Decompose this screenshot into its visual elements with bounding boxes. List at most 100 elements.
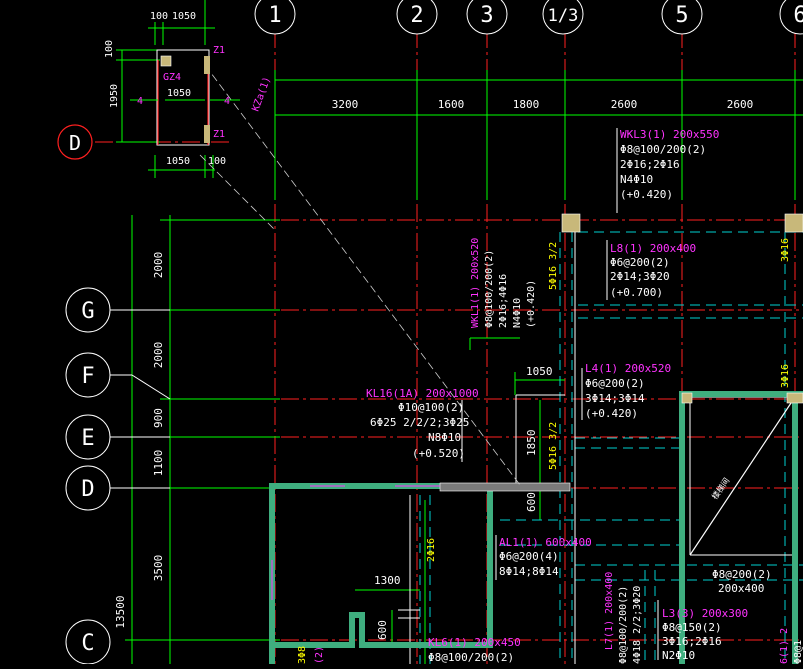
detail-dim-left-top: 100	[104, 40, 115, 58]
detail-mark-right: 4	[224, 96, 230, 107]
l7-name: L7(1) 200x400	[604, 572, 615, 650]
detail-dim-top-left: 100	[150, 11, 168, 22]
axis-label-e: E	[81, 426, 94, 451]
axis-label-2: 2	[410, 3, 423, 28]
axis-bubble-leaders	[110, 309, 171, 489]
dim-1300: 1300	[374, 574, 401, 587]
detail-dim-inner: 1050	[167, 88, 191, 99]
kl6-line1: Φ8@100/200(2)	[428, 651, 514, 664]
left-dim-4: 1100	[152, 450, 165, 477]
axis-label-g: G	[81, 299, 94, 324]
axis-bubble-5	[661, 0, 703, 35]
axis-lines	[95, 30, 803, 664]
detail-axis-bubble	[57, 124, 93, 160]
wkl1-line4: (+0.420)	[526, 280, 537, 328]
left-dim-1: 2000	[152, 252, 165, 279]
leader-line-2	[199, 154, 276, 231]
wall-highlight	[271, 485, 440, 600]
detail-label-gz: GZ4	[163, 72, 181, 83]
axis-label-6: 6	[793, 3, 803, 28]
bottom-right-a: 6(1) 2	[779, 628, 790, 664]
dim-1050: 1050	[526, 365, 553, 378]
wkl3-line1: Φ8@100/200(2)	[620, 143, 706, 156]
axis-label-3: 3	[480, 3, 493, 28]
left-dim-3: 900	[152, 408, 165, 428]
wkl3-line2: 2Φ16;2Φ16	[620, 158, 680, 171]
axis-label-f: F	[81, 364, 94, 389]
detail-dim-bottom-left: 1050	[166, 156, 190, 167]
detail-mark-left: 4	[137, 96, 143, 107]
beam-dashed-lines	[419, 231, 803, 664]
rebar-5phi16-b: 5Φ16 3/2	[548, 422, 559, 470]
l7-line1: Φ8@100/200(2)	[618, 586, 629, 664]
dim-1850: 1850	[525, 430, 538, 457]
top-dim-4: 2600	[611, 98, 638, 111]
wkl1-line1: Φ8@100/200(2)	[484, 250, 495, 328]
wkl1-line3: N4Φ10	[512, 298, 523, 328]
detail-dim-left-main: 1950	[109, 84, 120, 108]
rebar-3phi16-b: 3Φ16	[780, 364, 791, 388]
columns	[160, 55, 803, 404]
kl16-line1: Φ10@100(2)	[398, 401, 464, 414]
axis-label-d: D	[81, 477, 94, 502]
left-dim-6: 13500	[114, 595, 127, 628]
wkl3-line3: N4Φ10	[620, 173, 653, 186]
axis-label-5: 5	[675, 3, 688, 28]
right-stirrup-line1: Φ8@200(2)	[712, 568, 772, 581]
l3-line2: 3Φ16;2Φ16	[662, 635, 722, 648]
beam-annotations: WKL3(1) 200x550 Φ8@100/200(2) 2Φ16;2Φ16 …	[297, 128, 803, 664]
kl16-line4: (+0.520)	[412, 447, 465, 460]
top-dim-1: 3200	[332, 98, 359, 111]
left-dimensions: 2000 2000 900 1100 3500 13500	[114, 252, 165, 629]
dim-600-b: 600	[376, 620, 389, 640]
top-dimensions: 3200 1600 1800 2600 2600	[332, 98, 754, 111]
left-dim-5: 3500	[152, 555, 165, 582]
detail-axis-label: D	[69, 131, 81, 155]
l4-name: L4(1) 200x520	[585, 362, 671, 375]
top-dim-3: 1800	[513, 98, 540, 111]
column-detail: 100 1050 100 1950 1050 1050 100 GZ4 Z1 Z…	[104, 11, 273, 167]
axis-label-1: 1	[268, 3, 281, 28]
right-stirrup-line2: 200x400	[718, 582, 764, 595]
wkl3-name: WKL3(1) 200x550	[620, 128, 719, 141]
wkl1-line2: 2Φ16;4Φ16	[498, 274, 509, 328]
kl16-line2: 6Φ25 2/2/2;3Φ25	[370, 416, 469, 429]
l3-name: L3(3) 200x300	[662, 607, 748, 620]
l3-line3: N2Φ10	[662, 649, 695, 662]
l4-line3: (+0.420)	[585, 407, 638, 420]
detail-dim-top-right: 1050	[172, 11, 196, 22]
detail-kz-label: KZa(1)	[250, 75, 273, 113]
bottom-left-a: 3Φ8	[297, 646, 308, 664]
axis-label-c: C	[81, 631, 94, 656]
kl16-line3: N8Φ10	[428, 431, 461, 444]
detail-dim-bottom-right: 100	[208, 156, 226, 167]
bottom-right-b: Φ8@1	[793, 640, 803, 664]
top-dim-5: 2600	[727, 98, 754, 111]
left-dim-2: 2000	[152, 342, 165, 369]
al1-line1: Φ6@200(4)	[499, 550, 559, 563]
hatched-beam	[439, 482, 571, 492]
axis-bubble-2	[396, 0, 438, 35]
wkl3-line4: (+0.420)	[620, 188, 673, 201]
l3-line1: Φ8@150(2)	[662, 621, 722, 634]
axis-bubble-1-3	[542, 0, 584, 35]
dimension-lines	[116, 0, 803, 664]
axis-bubble-1	[254, 0, 296, 35]
l4-line2: 3Φ14;3Φ14	[585, 392, 645, 405]
wkl1-name: WKL1(1) 200x520	[470, 238, 481, 328]
l8-line1: Φ6@200(2)	[610, 256, 670, 269]
l8-line2: 2Φ14;3Φ20	[610, 270, 670, 283]
axis-bubble-3	[466, 0, 508, 35]
l7-line2: 4Φ18 2/2;3Φ20	[632, 586, 643, 664]
axis-bubble-6	[779, 0, 803, 35]
kl16-name: KL16(1A) 200x1000	[366, 387, 479, 400]
dim-600-a: 600	[525, 492, 538, 512]
l8-line3: (+0.700)	[610, 286, 663, 299]
axis-bubbles	[65, 0, 803, 665]
detail-label-z1-top: Z1	[213, 45, 225, 56]
leader-line	[204, 64, 521, 486]
detail-label-z1-bottom: Z1	[213, 129, 225, 140]
al1-line2: 8Φ14;8Φ14	[499, 565, 559, 578]
